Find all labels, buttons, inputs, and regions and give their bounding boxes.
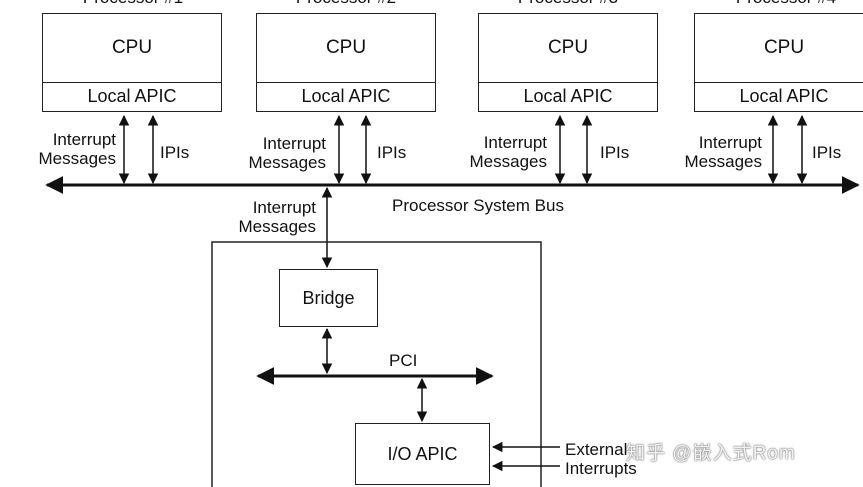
processor-3-box: CPU Local APIC [478, 13, 658, 112]
processor-1-box: CPU Local APIC [42, 13, 222, 112]
io-apic-label: I/O APIC [387, 443, 458, 464]
bridge-label: Bridge [302, 287, 355, 308]
processor-1-local-apic: Local APIC [87, 86, 177, 106]
io-apic-box: I/O APIC [355, 423, 490, 485]
bridge-box: Bridge [279, 269, 378, 327]
processor-3-title: Processor #3 [518, 0, 618, 8]
processor-3-cpu: CPU [479, 14, 657, 83]
processor-1-ipi-label: IPIs [160, 143, 190, 162]
processor-4-cpu: CPU [695, 14, 863, 83]
processor-3-local-apic: Local APIC [523, 86, 613, 106]
processor-4-local-apic: Local APIC [739, 86, 829, 106]
processor-4-title: Processor #4 [736, 0, 836, 8]
processor-1-cpu: CPU [43, 14, 221, 83]
processor-3-ipi-label: IPIs [600, 143, 630, 162]
processor-4-box: CPU Local APIC [694, 13, 863, 112]
processor-2-ipi-label: IPIs [377, 143, 407, 162]
processor-2-box: CPU Local APIC [256, 13, 436, 112]
processor-2-cpu: CPU [257, 14, 435, 83]
pci-label: PCI [389, 351, 418, 370]
processor-1-title: Processor #1 [83, 0, 183, 8]
processor-2-title: Processor #2 [296, 0, 396, 8]
processor-2-local-apic: Local APIC [301, 86, 391, 106]
processor-system-bus-label: Processor System Bus [392, 196, 564, 215]
watermark: 知乎 @嵌入式Rom [626, 443, 796, 464]
processor-4-ipi-label: IPIs [812, 143, 842, 162]
chipset-enclosure [211, 241, 542, 487]
